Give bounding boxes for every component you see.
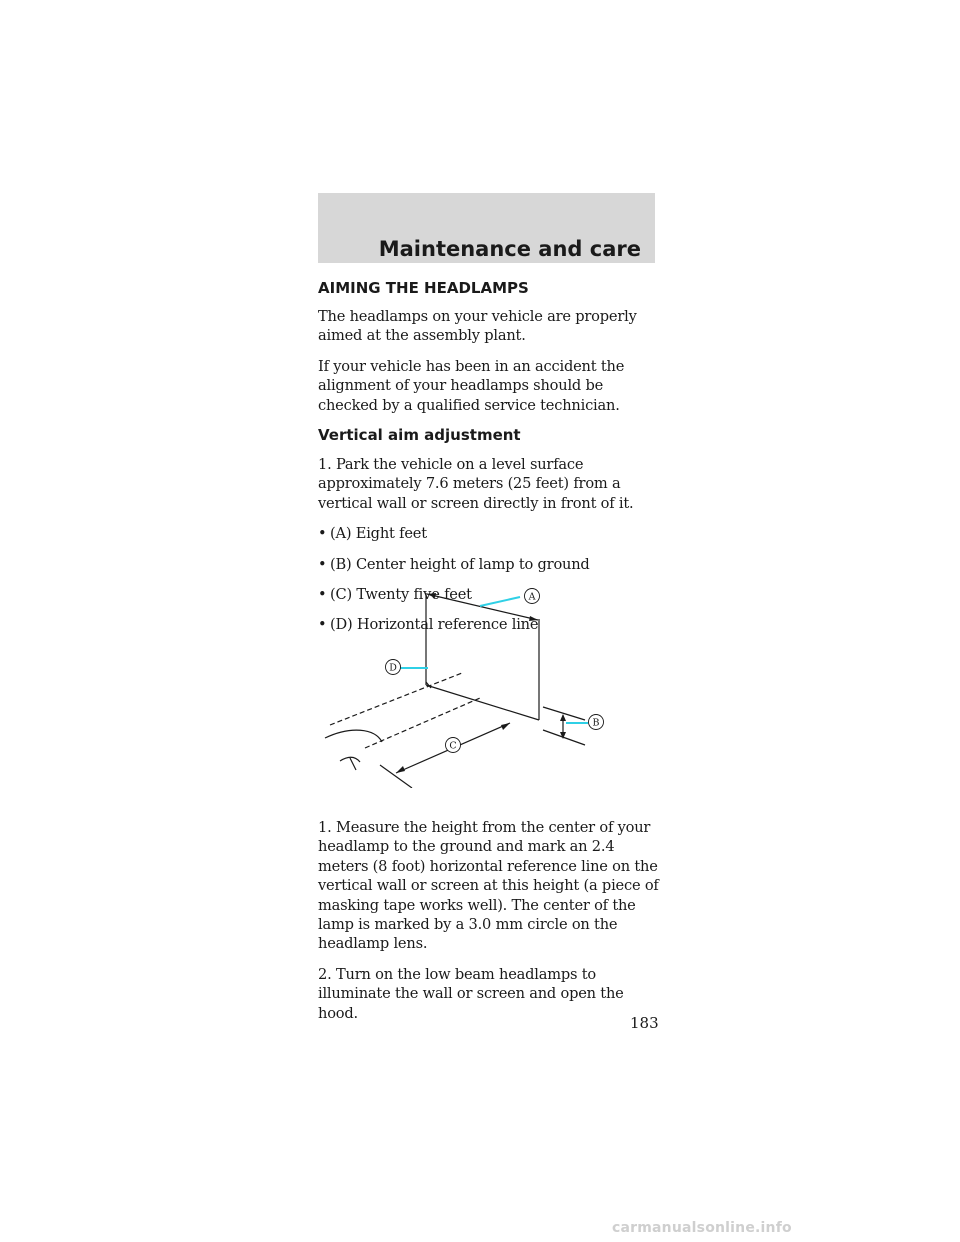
wall-bottom-edge (425, 684, 540, 721)
beam-line-upper (329, 672, 463, 726)
ground-line-upper (542, 706, 586, 721)
legend-text: (A) Eight feet (330, 525, 427, 543)
list-item: •(D) Horizontal reference line (318, 615, 663, 634)
main-content: AIMING THE HEADLAMPS The headlamps on yo… (318, 279, 663, 646)
headlamp-aim-diagram: A D B C (324, 588, 604, 788)
label-circle-d (385, 659, 401, 675)
page-number: 183 (630, 1014, 659, 1032)
list-item: •(A) Eight feet (318, 524, 663, 543)
subsection-heading: Vertical aim adjustment (318, 426, 521, 445)
arrowhead-a-right (529, 616, 538, 621)
label-d: D (389, 663, 397, 674)
dimension-a-line (426, 593, 539, 621)
legend-list: •(A) Eight feet •(B) Center height of la… (318, 524, 663, 635)
step-turn-on-paragraph: 2. Turn on the low beam headlamps to ill… (318, 965, 624, 1022)
arrowhead-a-left (427, 593, 436, 598)
bullet-icon: • (318, 525, 327, 543)
legend-text: (C) Twenty five feet (330, 586, 472, 604)
arrowhead-c-far (501, 723, 510, 730)
page-section-title: Maintenance and care (378, 237, 641, 261)
label-c: C (449, 741, 456, 752)
label-circle-c (445, 737, 461, 753)
ground-line-lower (542, 729, 586, 746)
intro-paragraph-1: The headlamps on your vehicle are proper… (318, 308, 637, 345)
intro-paragraph-2: If your vehicle has been in an accident … (318, 357, 625, 414)
dimension-c-tick (379, 764, 413, 788)
steps-section: 1. Measure the height from the center of… (318, 818, 663, 1034)
list-item: •(C) Twenty five feet (318, 585, 663, 604)
bullet-icon: • (318, 616, 327, 634)
label-circle-b (588, 714, 604, 730)
beam-line-lower (364, 697, 481, 749)
legend-text: (D) Horizontal reference line (330, 616, 539, 634)
header-band: Maintenance and care (318, 193, 655, 263)
step-park-paragraph: 1. Park the vehicle on a level surface a… (318, 456, 634, 512)
wall-bottom-corner (425, 681, 432, 689)
vehicle-front-outline (324, 729, 383, 743)
section-heading: AIMING THE HEADLAMPS (318, 279, 529, 297)
list-item: •(B) Center height of lamp to ground (318, 555, 663, 574)
step-measure-paragraph: 1. Measure the height from the center of… (318, 819, 659, 953)
label-circle-a (524, 588, 540, 604)
vehicle-headlamp-outline (339, 756, 361, 763)
leader-a (479, 596, 521, 607)
arrowhead-b-bottom (560, 732, 566, 739)
bullet-icon: • (318, 586, 327, 604)
label-b: B (593, 718, 600, 729)
label-a: A (528, 592, 536, 603)
legend-text: (B) Center height of lamp to ground (330, 555, 590, 573)
arrowhead-b-top (560, 714, 566, 721)
vehicle-detail-line (349, 757, 357, 771)
watermark: carmanualsonline.info (612, 1220, 792, 1236)
bullet-icon: • (318, 555, 327, 573)
arrowhead-c-near (396, 766, 405, 773)
